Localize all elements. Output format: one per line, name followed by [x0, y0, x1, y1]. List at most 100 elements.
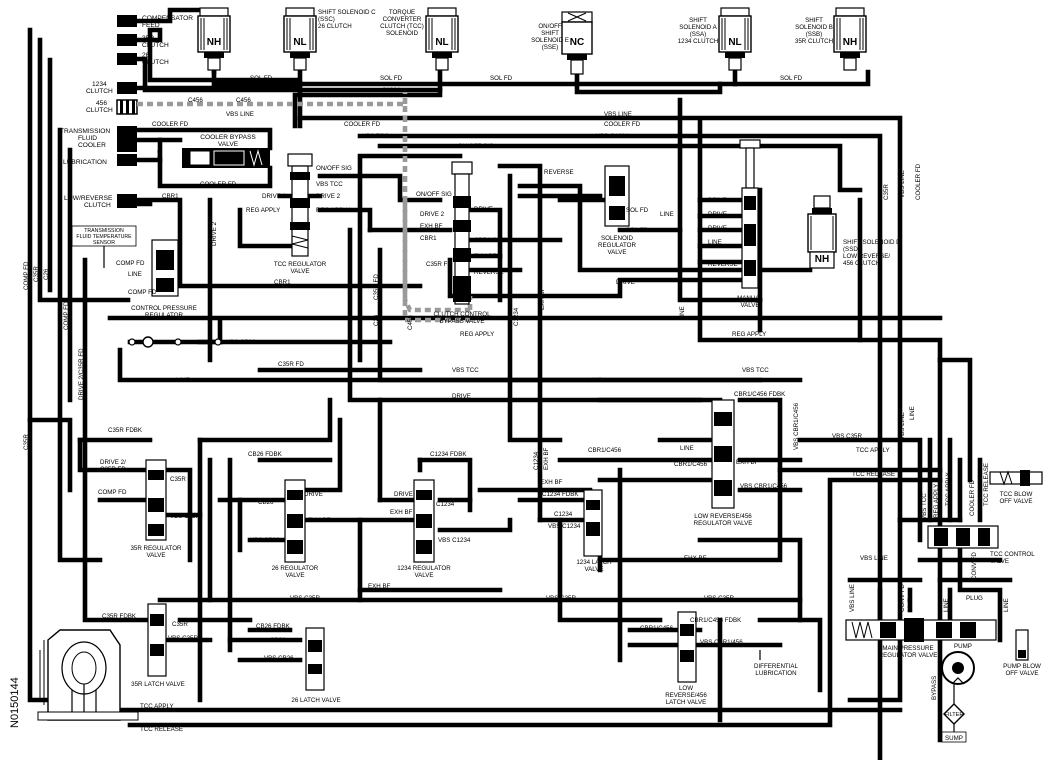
- svg-text:DRIVE 2: DRIVE 2: [211, 221, 218, 246]
- svg-text:DRIVE: DRIVE: [708, 225, 727, 232]
- svg-text:C35R: C35R: [883, 184, 890, 200]
- svg-text:CBR1/C456: CBR1/C456: [640, 625, 674, 632]
- svg-text:EXH BF: EXH BF: [308, 517, 331, 524]
- pump-blow-off-valve: [1015, 629, 1029, 661]
- compensator-port: [117, 15, 137, 27]
- solenoid-d-tag: NH: [815, 254, 829, 265]
- svg-text:CBR1/C456: CBR1/C456: [588, 447, 622, 454]
- svg-text:VBS C35R: VBS C35R: [832, 433, 862, 440]
- reg1234-valve: [413, 479, 435, 563]
- svg-text:CB26: CB26: [270, 637, 286, 644]
- svg-text:C1234: C1234: [382, 87, 401, 94]
- solenoid-1: NH: [197, 7, 231, 71]
- svg-text:DRIVE 2: DRIVE 2: [420, 211, 445, 218]
- svg-text:REG APPLY: REG APPLY: [246, 207, 280, 214]
- svg-text:CBR1: CBR1: [274, 279, 291, 286]
- svg-text:LINE: LINE: [909, 406, 916, 420]
- svg-text:VBS TCC: VBS TCC: [316, 181, 343, 188]
- svg-text:SOL FD: SOL FD: [626, 207, 649, 214]
- svg-text:VBS CB26: VBS CB26: [226, 339, 256, 346]
- svg-text:REG APPLY: REG APPLY: [316, 207, 350, 214]
- svg-text:EXH BF: EXH BF: [368, 583, 391, 590]
- svg-text:C35R FDBK: C35R FDBK: [108, 427, 143, 434]
- svg-text:TCC RELEASE: TCC RELEASE: [140, 726, 183, 733]
- svg-text:VBS C1234: VBS C1234: [438, 537, 471, 544]
- tcc-solenoid-tag: NL: [435, 37, 448, 48]
- svg-text:SOL FD: SOL FD: [780, 75, 803, 82]
- svg-text:C26: C26: [43, 268, 50, 280]
- svg-text:VBS LINE: VBS LINE: [226, 111, 254, 118]
- svg-text:CB26: CB26: [258, 499, 274, 506]
- solenoid-a-tag: NL: [728, 37, 741, 48]
- latch1234-valve: [583, 489, 603, 557]
- svg-text:EXH BF: EXH BF: [543, 447, 550, 470]
- svg-text:DRIVE: DRIVE: [616, 279, 635, 286]
- svg-text:VBS LINE: VBS LINE: [899, 170, 906, 198]
- hydraulic-passages: [27, 7, 1013, 760]
- svg-text:C1234 FDBK: C1234 FDBK: [430, 451, 467, 458]
- svg-text:C35R: C35R: [23, 434, 30, 450]
- svg-text:LINE: LINE: [680, 445, 694, 452]
- svg-text:TCC RELEASE: TCC RELEASE: [852, 471, 895, 478]
- svg-text:CBR1: CBR1: [162, 193, 179, 200]
- svg-text:EXH BF: EXH BF: [736, 459, 759, 466]
- solenoid-b: NH: [833, 7, 867, 71]
- svg-text:DRIVE: DRIVE: [394, 491, 413, 498]
- lube-port: [117, 154, 137, 166]
- svg-text:VBS C35R: VBS C35R: [290, 595, 320, 602]
- svg-text:C1234: C1234: [160, 87, 179, 94]
- svg-text:DRIVE: DRIVE: [708, 211, 727, 218]
- figure-id: N0150144: [9, 677, 21, 728]
- svg-text:LINE: LINE: [128, 271, 142, 278]
- svg-text:VBS LINE: VBS LINE: [849, 584, 856, 612]
- low-reverse-port: [117, 194, 137, 208]
- svg-text:C1234: C1234: [436, 501, 455, 508]
- svg-text:EHX BF: EHX BF: [684, 555, 707, 562]
- svg-text:CONV FD: CONV FD: [899, 584, 906, 612]
- cooler-bypass-valve: [182, 148, 270, 168]
- svg-text:DRIVE 2: DRIVE 2: [262, 193, 287, 200]
- sump-label: SUMP: [945, 735, 963, 742]
- svg-text:COOLER FD: COOLER FD: [152, 121, 189, 128]
- solenoid-c-label: SHIFT SOLENOID C(SSC)26 CLUTCH: [318, 9, 376, 30]
- tcc-solenoid: NL: [425, 7, 459, 71]
- c1234-clutch-port: [117, 82, 137, 94]
- svg-text:C35R: C35R: [172, 621, 188, 628]
- c26-clutch-port: [117, 53, 137, 65]
- solenoid-e-tag: NC: [570, 37, 584, 48]
- svg-text:VBS CB26: VBS CB26: [250, 537, 280, 544]
- svg-text:DRIVE 2/C35R FD: DRIVE 2/C35R FD: [100, 459, 126, 473]
- svg-text:DRIVE: DRIVE: [304, 491, 323, 498]
- latch26-valve: [305, 627, 325, 691]
- svg-text:C35R FD: C35R FD: [278, 361, 304, 368]
- svg-text:EXH BF: EXH BF: [420, 223, 443, 230]
- svg-text:TCC RELEASE: TCC RELEASE: [983, 463, 990, 506]
- svg-text:COMP FD: COMP FD: [128, 289, 157, 296]
- svg-text:C1234: C1234: [258, 87, 277, 94]
- svg-text:VBS TCC: VBS TCC: [921, 493, 928, 520]
- tcc-regulator-valve: [287, 153, 313, 257]
- svg-text:CB26 FDBK: CB26 FDBK: [248, 451, 283, 458]
- svg-text:SOL FD: SOL FD: [490, 75, 513, 82]
- solenoid-c: NL: [283, 7, 317, 71]
- solenoid-d: NH: [807, 195, 837, 269]
- svg-text:CB26 FDBK: CB26 FDBK: [256, 623, 291, 630]
- svg-text:REG APPLY: REG APPLY: [732, 331, 766, 338]
- svg-text:LINE: LINE: [660, 211, 674, 218]
- torque-converter: [37, 629, 139, 721]
- svg-text:COMP FD: COMP FD: [116, 260, 145, 267]
- svg-text:DRIVE 2: DRIVE 2: [316, 193, 341, 200]
- latch35r-label: 35R LATCH VALVE: [131, 681, 185, 688]
